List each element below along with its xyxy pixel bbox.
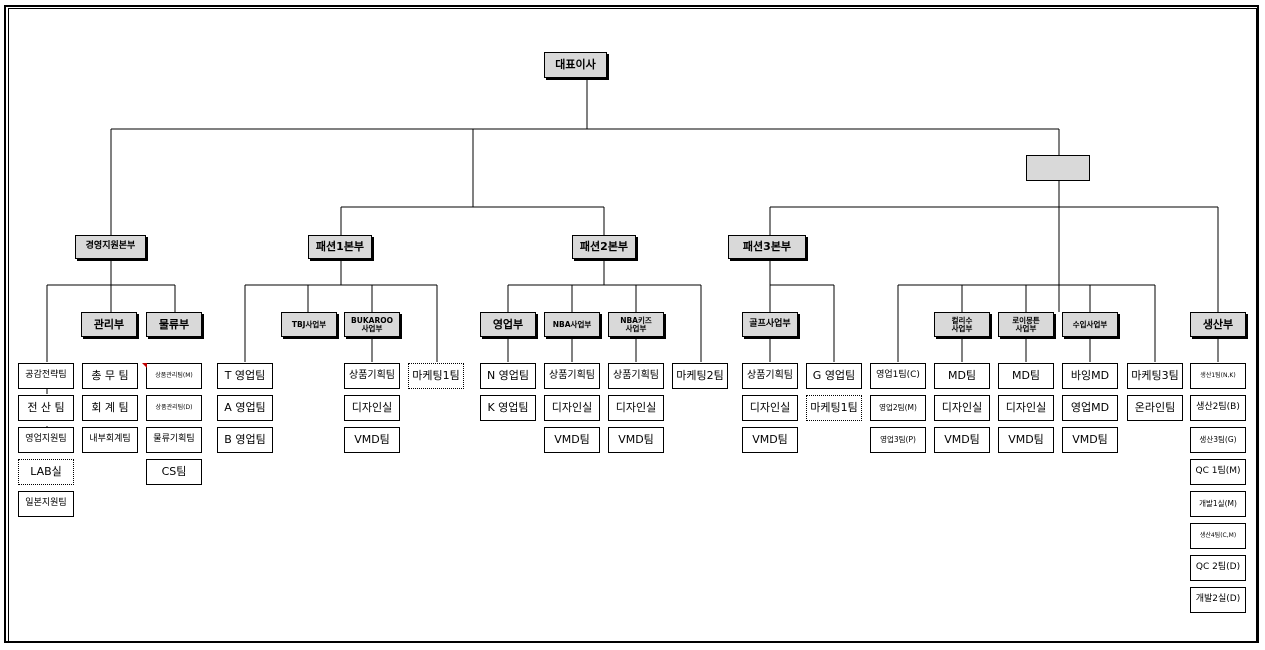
department-nba-kids: NBA키즈 사업부: [608, 312, 664, 337]
department-bukaroo: BUKAROO 사업부: [344, 312, 400, 337]
team-accounting: 회 계 팀: [82, 395, 138, 421]
team-t-sales: T 영업팀: [217, 363, 273, 389]
team-n-sales: N 영업팀: [480, 363, 536, 389]
department-logistics: 물류부: [146, 312, 202, 337]
team-f3-sales-2: 영업2팀(M): [870, 395, 926, 421]
division-fashion-2: 패션2본부: [572, 235, 636, 259]
team-collezione-md: MD팀: [934, 363, 990, 389]
team-product-mgmt-m: 상품관리팀(M): [146, 363, 202, 389]
team-b-sales: B 영업팀: [217, 427, 273, 453]
department-nba: NBA사업부: [544, 312, 600, 337]
team-f3-sales-1: 영업1팀(C): [870, 363, 926, 389]
team-production-1: 생산1팀(N,K): [1190, 363, 1246, 389]
team-f3-sales-3: 영업3팀(P): [870, 427, 926, 453]
team-nba-vmd: VMD팀: [544, 427, 600, 453]
team-collezione-design: 디자인실: [934, 395, 990, 421]
team-qc-2: QC 2팀(D): [1190, 555, 1246, 581]
team-it: 전 산 팀: [18, 395, 74, 421]
team-internal-accounting: 내부회계팀: [82, 427, 138, 453]
team-strategy: 공감전략팀: [18, 363, 74, 389]
department-production: 생산부: [1190, 312, 1246, 337]
team-development-1: 개발1실(M): [1190, 491, 1246, 517]
team-nbakids-vmd: VMD팀: [608, 427, 664, 453]
team-development-2: 개발2실(D): [1190, 587, 1246, 613]
team-collezione-vmd: VMD팀: [934, 427, 990, 453]
team-bukaroo-design: 디자인실: [344, 395, 400, 421]
team-k-sales: K 영업팀: [480, 395, 536, 421]
chart-area: [8, 8, 1257, 642]
ceo-box: 대표이사: [544, 52, 607, 78]
department-admin: 관리부: [81, 312, 137, 337]
department-tbj: TBJ사업부: [281, 312, 337, 337]
department-collezione: 컬리수 사업부: [934, 312, 990, 337]
team-product-mgmt-d: 상품관리팀(D): [146, 395, 202, 421]
department-import: 수입사업부: [1062, 312, 1118, 337]
department-roi: 로이몽튼 사업부: [998, 312, 1054, 337]
team-golf-design: 디자인실: [742, 395, 798, 421]
team-golf-vmd: VMD팀: [742, 427, 798, 453]
team-online: 온라인팀: [1127, 395, 1183, 421]
team-nba-planning: 상품기획팀: [544, 363, 600, 389]
team-production-4: 생산4팀(C,M): [1190, 523, 1246, 549]
team-roi-md: MD팀: [998, 363, 1054, 389]
team-nba-design: 디자인실: [544, 395, 600, 421]
team-marketing-3: 마케팅3팀: [1127, 363, 1183, 389]
division-fashion-1: 패션1본부: [308, 235, 372, 259]
team-golf-marketing: 마케팅1팀: [806, 395, 862, 421]
team-g-sales: G 영업팀: [806, 363, 862, 389]
team-a-sales: A 영업팀: [217, 395, 273, 421]
comment-marker-icon: [142, 363, 147, 368]
team-production-2: 생산2팀(B): [1190, 395, 1246, 421]
team-lab: LAB실: [18, 459, 74, 485]
department-sales: 영업부: [480, 312, 536, 337]
team-japan-support: 일본지원팀: [18, 491, 74, 517]
team-bukaroo-planning: 상품기획팀: [344, 363, 400, 389]
team-marketing-2: 마케팅2팀: [672, 363, 728, 389]
team-nbakids-design: 디자인실: [608, 395, 664, 421]
team-general-affairs: 총 무 팀: [82, 363, 138, 389]
team-nbakids-planning: 상품기획팀: [608, 363, 664, 389]
department-golf: 골프사업부: [742, 312, 798, 337]
team-sales-support: 영업지원팀: [18, 427, 74, 453]
team-golf-planning: 상품기획팀: [742, 363, 798, 389]
team-marketing-1: 마케팅1팀: [408, 363, 464, 389]
team-roi-design: 디자인실: [998, 395, 1054, 421]
team-import-vmd: VMD팀: [1062, 427, 1118, 453]
team-cs: CS팀: [146, 459, 202, 485]
outer-frame: [4, 5, 1259, 643]
team-bukaroo-vmd: VMD팀: [344, 427, 400, 453]
team-production-3: 생산3팀(G): [1190, 427, 1246, 453]
division-fashion-3: 패션3본부: [728, 235, 806, 259]
team-buying-md: 바잉MD: [1062, 363, 1118, 389]
team-logistics-planning: 물류기획팀: [146, 427, 202, 453]
team-qc-1: QC 1팀(M): [1190, 459, 1246, 485]
division-management-support: 경영지원본부: [75, 235, 146, 259]
blank-box: [1026, 155, 1090, 181]
team-roi-vmd: VMD팀: [998, 427, 1054, 453]
team-sales-md: 영업MD: [1062, 395, 1118, 421]
